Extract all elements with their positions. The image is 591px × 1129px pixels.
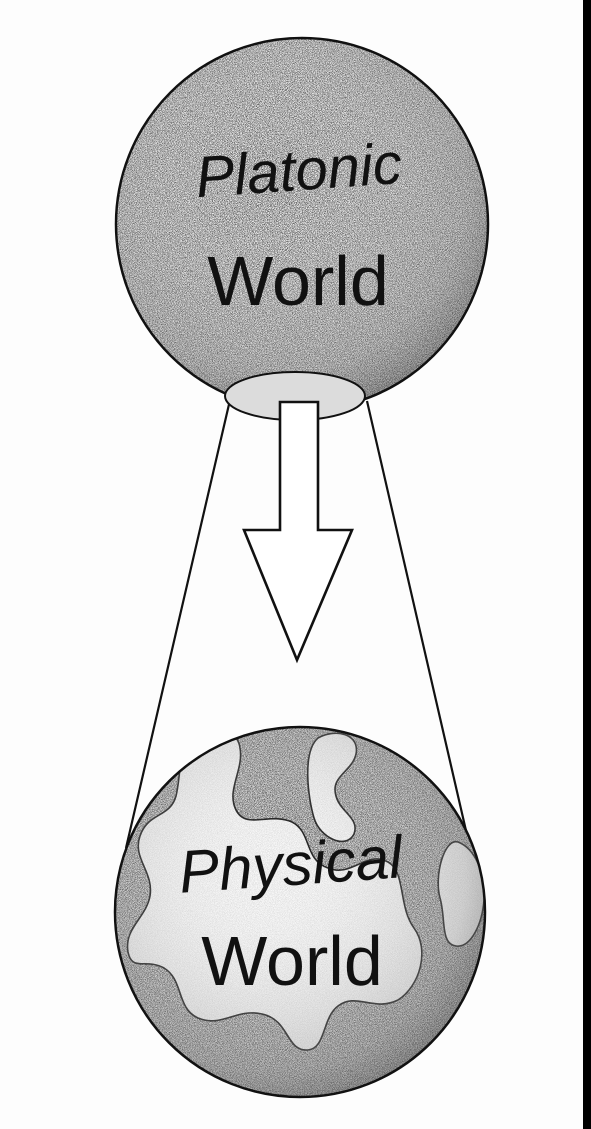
cone-right-line xyxy=(365,400,472,849)
platonic-sphere-shade xyxy=(116,38,488,410)
physical-sphere-shade xyxy=(115,727,485,1097)
physical-label-line1: Physical xyxy=(177,823,406,906)
platonic-label-line1: Platonic xyxy=(193,131,403,210)
physical-label-line2: World xyxy=(201,922,383,1000)
physical-sphere xyxy=(113,725,487,1099)
cone-left-line xyxy=(124,399,232,849)
platonic-label-line2: World xyxy=(207,242,389,320)
physical-sphere-outline xyxy=(113,725,487,1099)
platonic-sphere xyxy=(100,30,500,430)
down-arrow-icon xyxy=(242,400,354,664)
right-border-strip xyxy=(583,0,591,1129)
projection-cone xyxy=(124,399,472,849)
